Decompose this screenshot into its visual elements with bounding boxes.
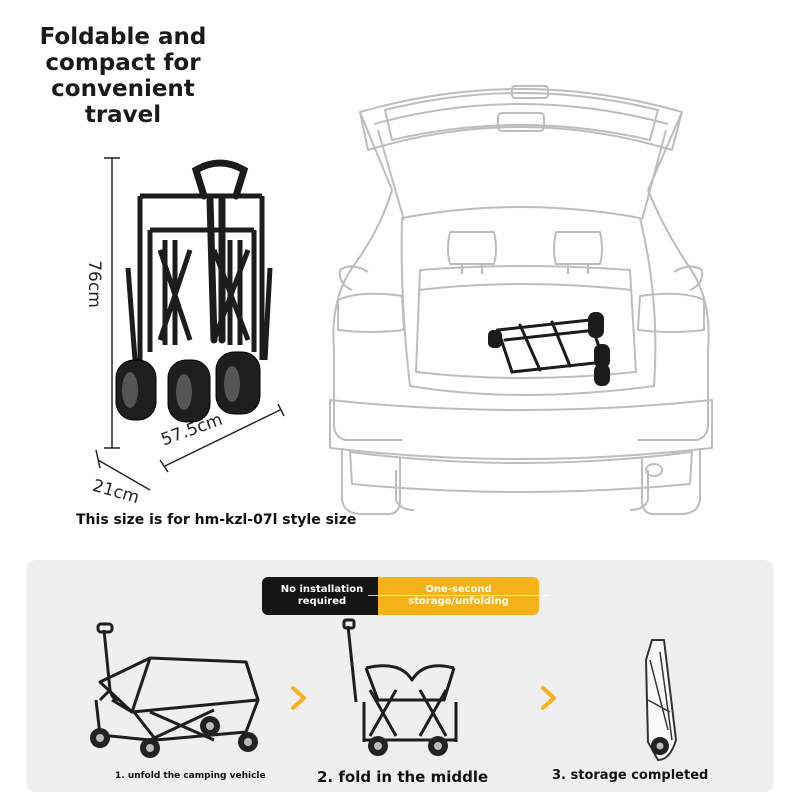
one-second-storage-badge-label: One-second storage/unfolding: [368, 584, 549, 608]
no-installation-badge: No installation required: [262, 577, 382, 615]
headline-line-2: compact for: [45, 50, 201, 76]
headline-line-3: convenient: [51, 76, 195, 102]
headline-line-1: Foldable and: [39, 24, 207, 50]
chevron-right-icon: [291, 686, 306, 710]
one-second-storage-badge: One-second storage/unfolding: [368, 577, 549, 615]
headline: Foldable and compact for convenient trav…: [18, 24, 228, 128]
no-installation-badge-label: No installation required: [280, 584, 364, 607]
step-2-label: 2. fold in the middle: [317, 768, 489, 786]
headline-line-4: travel: [84, 102, 162, 128]
size-note: This size is for hm-kzl-07l style size: [76, 512, 357, 528]
step-3-label: 3. storage completed: [552, 768, 709, 783]
step-1-label: 1. unfold the camping vehicle: [115, 771, 266, 781]
chevron-right-icon: [541, 686, 556, 710]
